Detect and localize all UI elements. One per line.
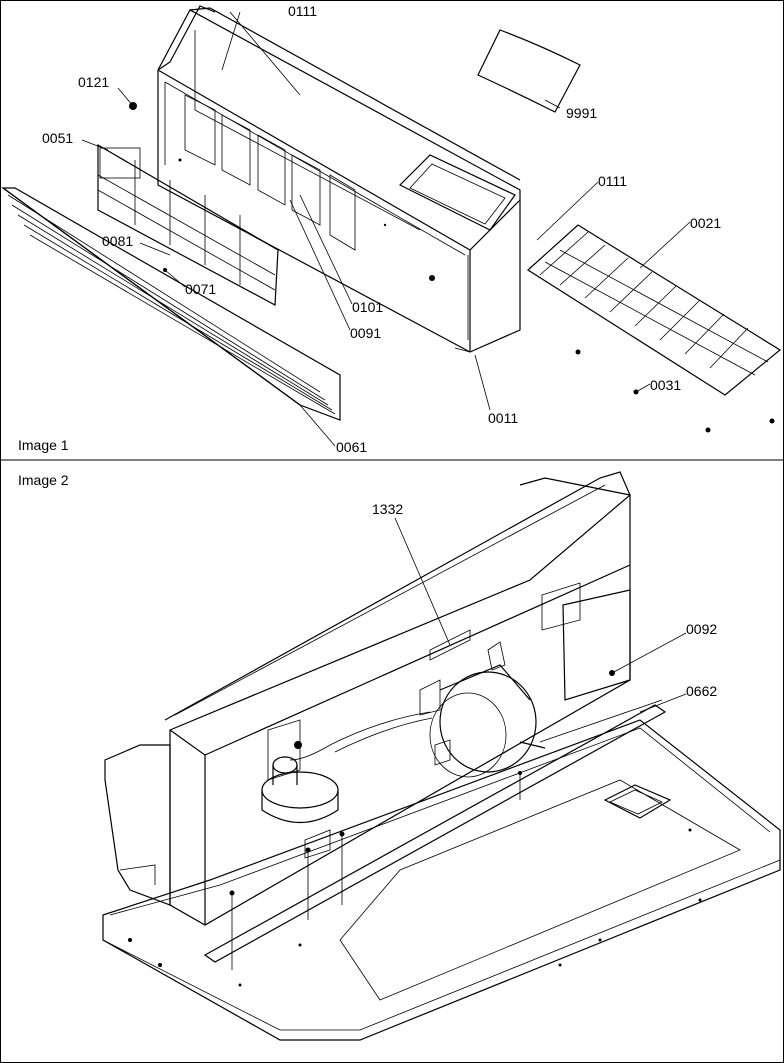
rear-grille-0021 <box>527 224 782 433</box>
image-1-drawing: Image 1 0111 0121 9991 0051 0111 0021 00… <box>1 3 782 455</box>
filter-0051 <box>97 143 279 306</box>
base-pan-assembly <box>102 719 781 1041</box>
image-1-leader-lines <box>81 11 691 447</box>
image-2-leader-lines <box>394 517 687 713</box>
callout-0111-right: 0111 <box>598 173 627 189</box>
callout-0121: 0121 <box>78 74 109 90</box>
callout-0061: 0061 <box>336 439 367 455</box>
panel-title-image-2: Image 2 <box>18 472 69 488</box>
front-grille-0061 <box>1 187 341 421</box>
cabinet-assembly <box>157 5 521 353</box>
fan-motor-assembly <box>289 641 546 778</box>
image-2-drawing: Image 2 1332 0092 0662 <box>18 471 781 1041</box>
callout-0111-top: 0111 <box>288 3 317 19</box>
top-cover-9991 <box>477 29 581 113</box>
callout-0021: 0021 <box>690 215 721 231</box>
callout-0101: 0101 <box>352 299 383 315</box>
callout-0011: 0011 <box>488 410 518 426</box>
callout-0081: 0081 <box>102 233 133 249</box>
callout-0092: 0092 <box>686 621 717 637</box>
callout-0071: 0071 <box>185 281 216 297</box>
partition-panel-assembly <box>104 471 631 926</box>
callout-0091: 0091 <box>350 325 381 341</box>
callout-0031: 0031 <box>650 377 681 393</box>
slinger-pump-assembly <box>261 719 339 824</box>
rails-and-fasteners <box>203 670 667 970</box>
callout-0662: 0662 <box>686 683 717 699</box>
callout-1332: 1332 <box>372 501 403 517</box>
callout-9991: 9991 <box>566 105 597 121</box>
panel-title-image-1: Image 1 <box>18 437 69 453</box>
callout-0051: 0051 <box>42 130 73 146</box>
